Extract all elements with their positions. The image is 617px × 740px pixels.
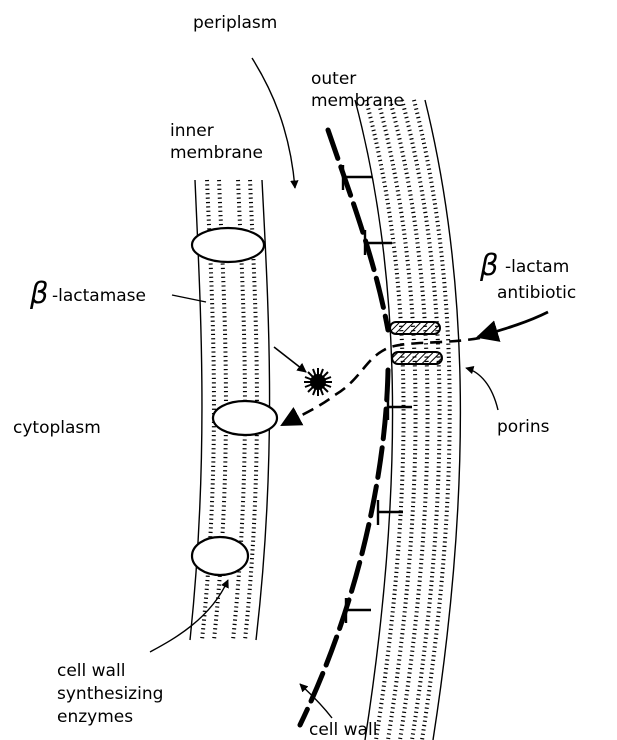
enzyme-oval-top xyxy=(192,228,264,262)
beta-lactam-symbol: β xyxy=(479,248,499,282)
enzyme-oval-bottom xyxy=(192,537,248,575)
outer-membrane xyxy=(355,100,460,740)
beta-lactam-arrow xyxy=(478,312,548,337)
antibiotic-label: antibiotic xyxy=(497,283,576,303)
beta-lactamase-arrow xyxy=(274,347,306,372)
cell-wall-label: cell wall xyxy=(309,720,377,740)
enzyme-oval-middle xyxy=(213,401,277,435)
periplasm-arrow xyxy=(252,58,295,188)
periplasm-label: periplasm xyxy=(193,13,277,33)
beta-lactamase-star-icon xyxy=(304,368,332,396)
porins-arrow xyxy=(466,368,498,410)
enzymes-label-line3: enzymes xyxy=(57,707,133,727)
beta-lactamase-symbol: β xyxy=(29,276,49,310)
beta-lactamase-leader xyxy=(172,295,206,302)
cell-wall xyxy=(300,130,412,725)
beta-lactam-label: -lactam xyxy=(505,257,569,277)
cytoplasm-label: cytoplasm xyxy=(13,418,101,438)
outer-membrane-label-line1: outer xyxy=(311,69,356,89)
outer-membrane-label-line2: membrane xyxy=(311,91,404,111)
enzymes-label-line1: cell wall xyxy=(57,661,125,681)
inner-membrane-label-line2: membrane xyxy=(170,143,263,163)
porins-label: porins xyxy=(497,417,550,437)
enzymes-label-line2: synthesizing xyxy=(57,684,163,704)
inner-membrane-label-line1: inner xyxy=(170,121,214,141)
beta-lactamase-label: -lactamase xyxy=(52,286,146,306)
